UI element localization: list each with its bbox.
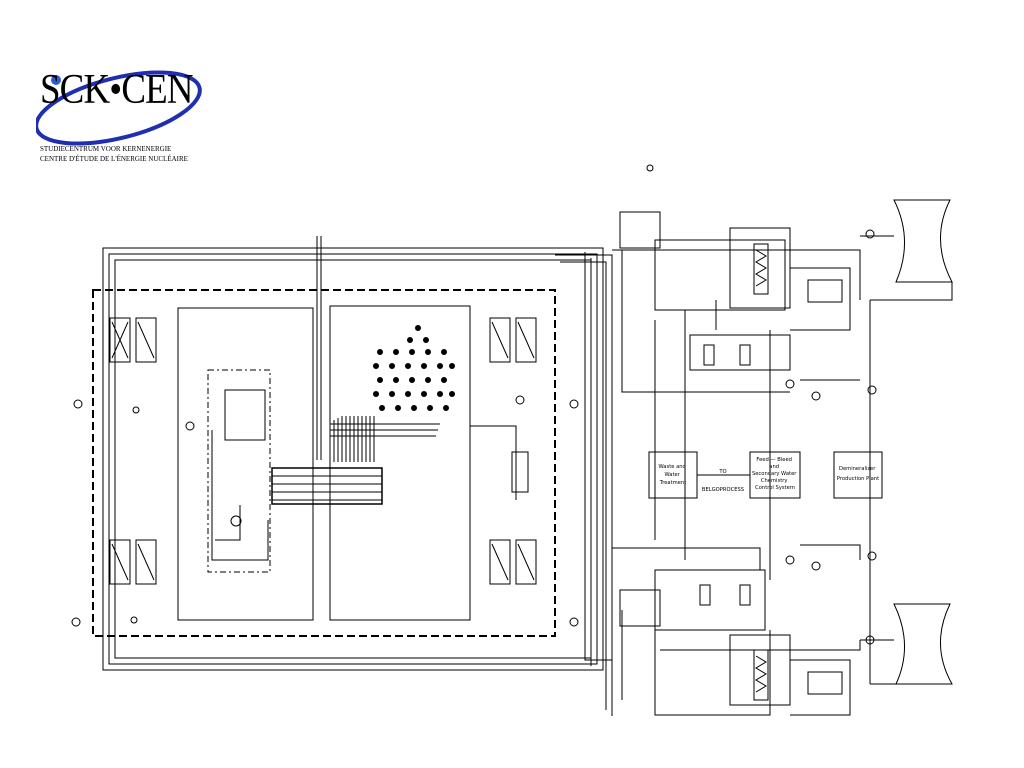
logo-subtitle-2: CENTRE D'ÉTUDE DE L'ÉNERGIE NUCLÉAIRE	[40, 155, 188, 163]
waste-label-3: Treatment	[659, 480, 686, 486]
sck-cen-logo	[36, 70, 202, 146]
feed-label-2: and	[769, 464, 779, 470]
cooling-tower-bottom	[893, 603, 953, 685]
demin-label-2: Production Plant	[837, 476, 879, 482]
cooling-tower-top	[893, 199, 953, 283]
svg-text:Feed — Bleed and Secon: Feed — Bleed and Secondary Water Chemist…	[752, 457, 798, 491]
waste-label-2: Water	[665, 472, 681, 478]
demin-block	[833, 451, 883, 499]
to-belgoprocess-label: BELGOPROCESS	[702, 487, 744, 493]
waste-label-1: Waste and	[659, 464, 686, 470]
feed-label-3: Secondary Water	[752, 471, 797, 477]
logo-dot-icon	[51, 75, 61, 85]
logo-subtitle-1: STUDIECENTRUM VOOR KERNENERGIE	[40, 145, 172, 153]
logo-wordmark: SCK•CEN	[40, 67, 193, 113]
svg-text:Demineralizer Production P: Demineralizer Production Plant	[837, 466, 879, 482]
feed-label-5: Control System	[755, 485, 795, 491]
containment-boundary	[92, 289, 556, 637]
feed-label-1: Feed — Bleed	[756, 457, 792, 463]
demin-label-1: Demineralizer	[839, 466, 876, 472]
feed-label-4: Chemistry	[761, 478, 788, 484]
svg-text:Waste and Water Treatm: Waste and Water Treatment	[659, 464, 688, 486]
to-label: TO	[718, 469, 726, 475]
